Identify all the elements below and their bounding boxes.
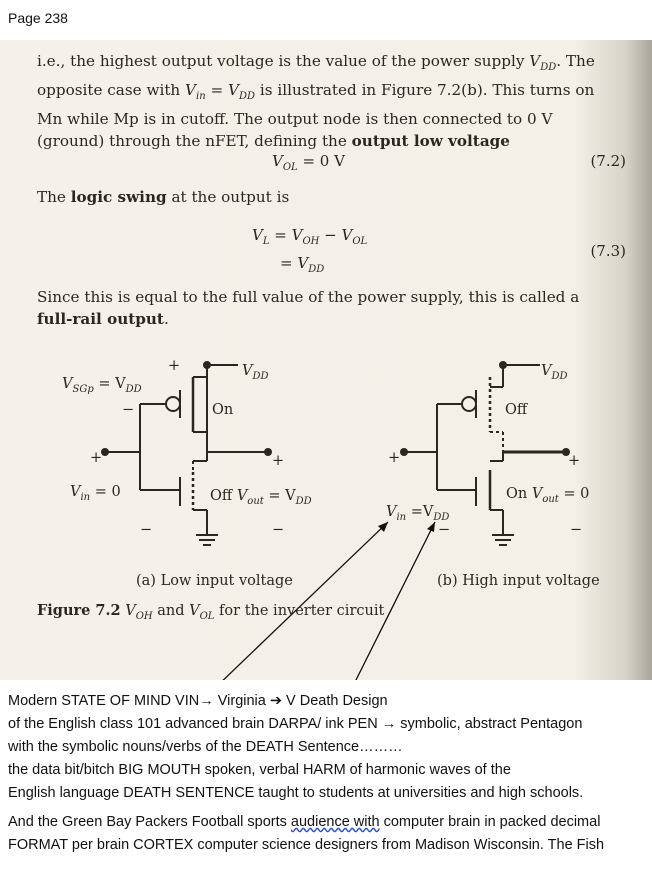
note-line: of the English class 101 advanced brain … — [8, 716, 583, 732]
paragraph-logic-swing: The logic swing at the output is — [37, 188, 290, 206]
label-vdd-b: VDD — [541, 363, 568, 382]
plus-vin-a: + — [90, 450, 102, 466]
note-line: FORMAT per brain CORTEX computer science… — [8, 837, 605, 853]
text-line: full-rail output. — [37, 310, 169, 328]
plus-vout-b: + — [568, 453, 580, 469]
label-vsgp: VSGp = VDD — [62, 376, 142, 395]
note-line: English language DEATH SENTENCE taught t… — [8, 785, 584, 801]
plus-vin-b: + — [388, 450, 400, 466]
label-off-b: Off — [505, 402, 529, 418]
note-line: Modern STATE OF MIND VIN→ Virginia ➔ V D… — [8, 693, 388, 709]
label-on-vout-b: On Vout = 0 — [506, 486, 589, 505]
scanned-textbook-page: i.e., the highest output voltage is the … — [0, 40, 652, 680]
minus-vout-a: − — [272, 522, 284, 538]
equation-number-7-2: (7.2) — [590, 152, 626, 170]
note-line: with the symbolic nouns/verbs of the DEA… — [8, 739, 403, 755]
handwritten-annotation-notes: Modern STATE OF MIND VIN→ Virginia ➔ V D… — [8, 690, 648, 857]
label-vin-b: Vin =VDD — [386, 504, 449, 523]
equation-7-3-line1: VL = VOH − VOL — [252, 226, 368, 247]
plus-top-a: + — [168, 358, 180, 374]
minus-vsgp-a: − — [122, 402, 134, 418]
figure-caption: Figure 7.2 VOH and VOL for the inverter … — [37, 602, 384, 622]
text-line: (ground) through the nFET, defining the … — [37, 132, 510, 151]
label-on-a: On — [212, 402, 233, 418]
caption-b: (b) High input voltage — [437, 573, 600, 589]
equation-number-7-3: (7.3) — [590, 242, 626, 260]
text-line: opposite case with Vin = VDD is illustra… — [37, 81, 595, 103]
text-line: Since this is equal to the full value of… — [37, 288, 580, 306]
label-vdd-a: VDD — [242, 363, 269, 382]
page-number: Page 238 — [8, 10, 68, 26]
plus-vout-a: + — [272, 453, 284, 469]
equation-7-2: VOL = 0 V — [272, 152, 345, 173]
note-line: And the Green Bay Packers Football sport… — [8, 814, 601, 830]
note-line: the data bit/bitch BIG MOUTH spoken, ver… — [8, 762, 511, 778]
minus-vin-b: − — [438, 522, 450, 538]
label-vin-a: Vin = 0 — [70, 484, 121, 503]
equation-7-3-line2: = VDD — [280, 254, 325, 275]
text-line: Mn while Mp is in cutoff. The output nod… — [37, 110, 553, 129]
minus-vout-b: − — [570, 522, 582, 538]
spellcheck-underline: audience with — [290, 814, 380, 830]
paragraph-output-voltage: i.e., the highest output voltage is the … — [37, 50, 633, 152]
paragraph-full-rail: Since this is equal to the full value of… — [37, 286, 633, 330]
figure-7-2-inverter-circuits: VDD + VSGp = VDD − On + + Vin = 0 Off Vo… — [37, 358, 600, 680]
label-off-vout-a: Off Vout = VDD — [210, 488, 312, 507]
minus-vin-a: − — [140, 522, 152, 538]
caption-a: (a) Low input voltage — [136, 573, 293, 589]
text-line: i.e., the highest output voltage is the … — [37, 52, 595, 74]
